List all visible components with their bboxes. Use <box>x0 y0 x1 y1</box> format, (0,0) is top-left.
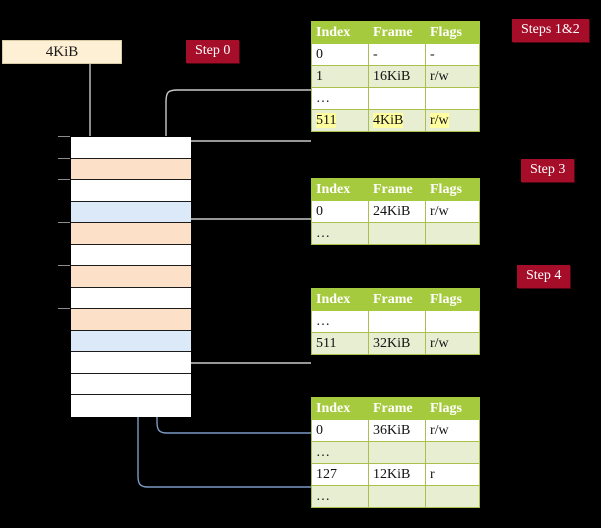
cell-index: 511 <box>311 109 369 132</box>
column-header-frame: Frame <box>368 397 426 420</box>
cell-highlight: 511 <box>316 112 337 128</box>
column-header-flags: Flags <box>425 397 480 420</box>
memory-tick-1 <box>58 157 70 159</box>
label-steps-1-2: Steps 1&2 <box>512 19 589 42</box>
cell-frame <box>368 310 426 333</box>
memory-frame-12 <box>71 395 191 417</box>
column-header-frame: Frame <box>368 21 426 44</box>
memory-frame-7 <box>71 287 191 309</box>
cell-frame <box>368 87 426 110</box>
cell-index: … <box>311 87 369 110</box>
request-size-box: 4KiB <box>2 40 122 64</box>
column-header-flags: Flags <box>425 21 480 44</box>
cell-frame: 4KiB <box>368 109 426 132</box>
memory-frame-0 <box>71 137 191 159</box>
column-header-index: Index <box>311 21 369 44</box>
cell-flags <box>425 441 480 464</box>
column-header-frame: Frame <box>368 178 426 201</box>
memory-tick-2 <box>58 179 70 180</box>
cell-highlight: 4KiB <box>373 112 404 128</box>
cell-flags: r <box>425 463 480 486</box>
memory-frame-2 <box>71 180 191 202</box>
cell-frame: 32KiB <box>368 332 426 355</box>
memory-tick-6 <box>58 265 70 266</box>
memory-tick-8 <box>58 308 70 309</box>
cell-flags: r/w <box>425 109 480 132</box>
cell-flags <box>425 310 480 333</box>
table-row: … <box>311 441 480 464</box>
cell-highlight: r/w <box>430 112 449 128</box>
memory-frame-9 <box>71 330 191 352</box>
label-step-0: Step 0 <box>186 40 240 63</box>
cell-flags: r/w <box>425 65 480 88</box>
cell-frame <box>368 441 426 464</box>
column-header-index: Index <box>311 397 369 420</box>
table-row: … <box>311 310 480 333</box>
cell-flags <box>425 222 480 245</box>
memory-frame-10 <box>71 352 191 374</box>
cell-frame: 24KiB <box>368 200 426 223</box>
cell-index: 0 <box>311 43 369 66</box>
column-header-index: Index <box>311 178 369 201</box>
cell-index: 127 <box>311 463 369 486</box>
cell-index: 1 <box>311 65 369 88</box>
cell-frame: - <box>368 43 426 66</box>
cell-index: … <box>311 441 369 464</box>
column-header-flags: Flags <box>425 288 480 311</box>
memory-frame-6 <box>71 266 191 288</box>
table-row: … <box>311 485 480 508</box>
memory-frame-5 <box>71 244 191 266</box>
table-row: … <box>311 222 480 245</box>
cell-flags: r/w <box>425 332 480 355</box>
cell-frame: 16KiB <box>368 65 426 88</box>
table-row: … <box>311 87 480 110</box>
memory-tick-4 <box>58 222 70 223</box>
cell-frame <box>368 485 426 508</box>
memory-frame-11 <box>71 373 191 395</box>
label-step-3: Step 3 <box>521 159 575 182</box>
cell-flags: - <box>425 43 480 66</box>
memory-frame-1 <box>71 158 191 180</box>
memory-tick-0 <box>58 136 70 137</box>
cell-frame <box>368 222 426 245</box>
cell-flags: r/w <box>425 200 480 223</box>
column-header-frame: Frame <box>368 288 426 311</box>
cell-frame: 36KiB <box>368 419 426 442</box>
physical-memory-column <box>70 136 191 417</box>
column-header-index: Index <box>311 288 369 311</box>
cell-index: 0 <box>311 419 369 442</box>
table-row: 511 4KiB r/w <box>311 109 480 132</box>
table-row: 0-- <box>311 43 480 66</box>
cell-index: 511 <box>311 332 369 355</box>
memory-frame-3 <box>71 201 191 223</box>
cell-index: 0 <box>311 200 369 223</box>
cell-index: … <box>311 485 369 508</box>
cell-flags <box>425 87 480 110</box>
column-header-flags: Flags <box>425 178 480 201</box>
label-step-4: Step 4 <box>517 265 571 288</box>
cell-flags: r/w <box>425 419 480 442</box>
cell-index: … <box>311 222 369 245</box>
cell-flags <box>425 485 480 508</box>
memory-frame-4 <box>71 223 191 245</box>
cell-index: … <box>311 310 369 333</box>
cell-frame: 12KiB <box>368 463 426 486</box>
memory-frame-8 <box>71 309 191 331</box>
